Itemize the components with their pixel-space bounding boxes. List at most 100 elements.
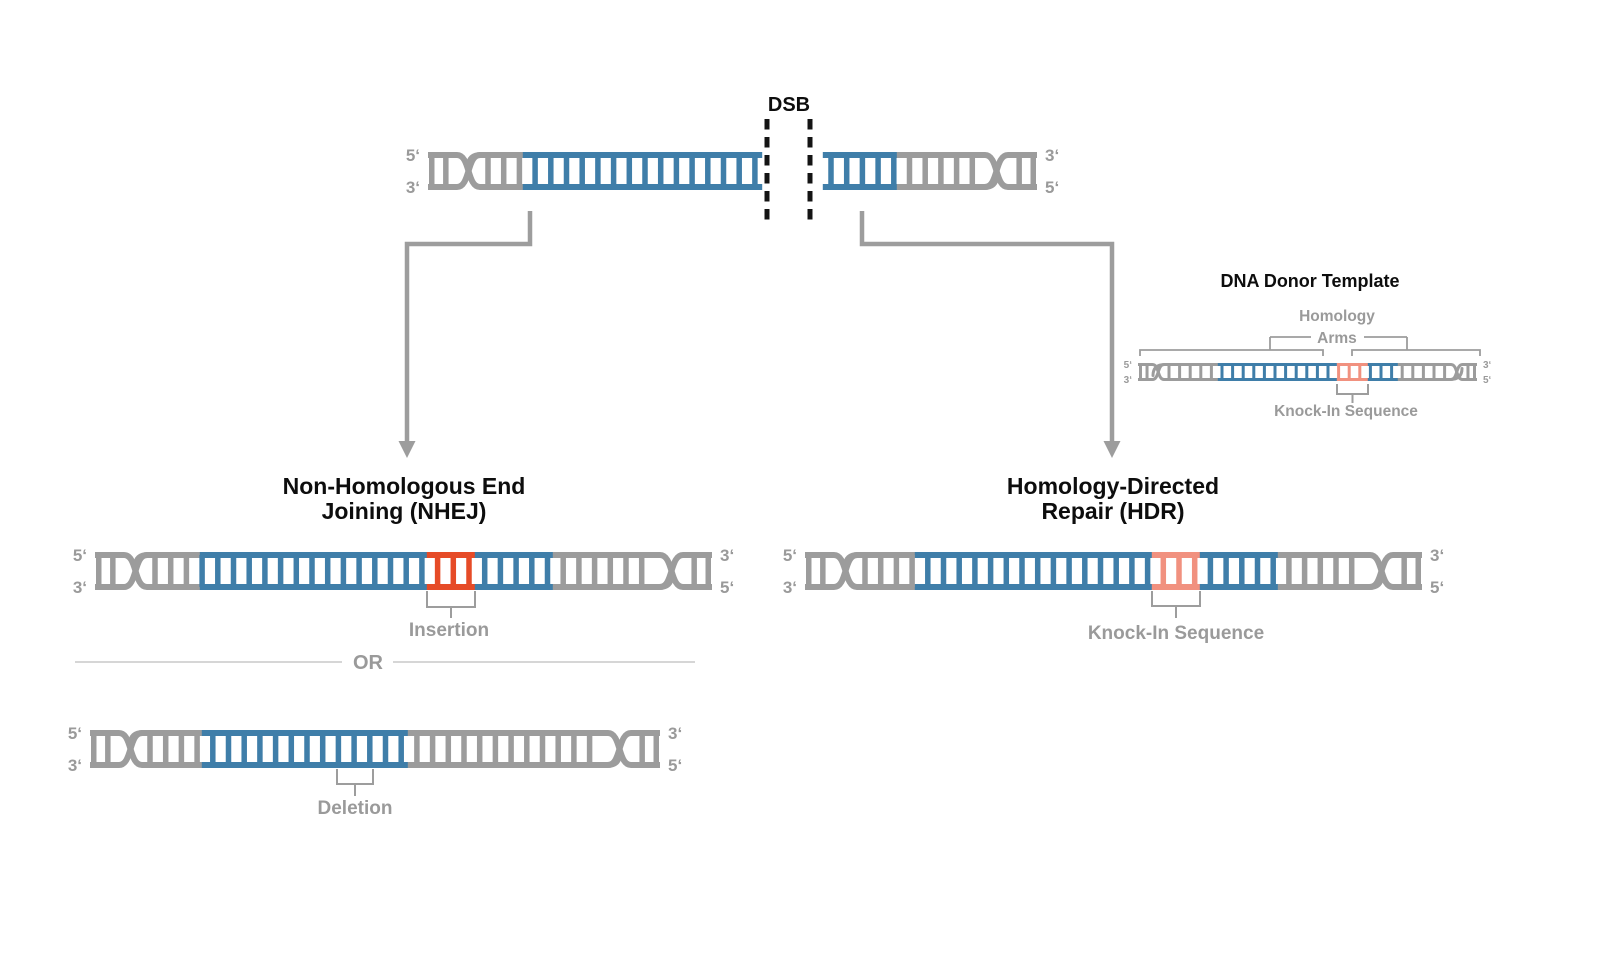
strand-end-label-right-bottom: 5‘ <box>1430 578 1444 597</box>
rung <box>555 733 561 765</box>
strand-end-label-left-top: 5‘ <box>1124 360 1133 371</box>
rung <box>1400 364 1404 380</box>
rung <box>843 155 850 187</box>
rung <box>1178 364 1182 380</box>
strand-end-label-right-top: 3‘ <box>1483 360 1492 371</box>
rung <box>1411 364 1415 380</box>
rung <box>445 733 452 765</box>
rung <box>563 155 570 187</box>
rail-segment <box>552 584 661 590</box>
dsb-right-fragment: 3‘5‘ <box>822 146 1059 197</box>
rung <box>1191 555 1198 587</box>
rung <box>1188 364 1192 380</box>
rung <box>257 733 263 765</box>
rung <box>586 733 593 765</box>
rail-segment <box>1367 378 1399 381</box>
rung <box>532 155 538 187</box>
rung <box>1003 555 1010 587</box>
rung <box>1466 364 1470 380</box>
rung <box>1034 555 1041 587</box>
helix-twist-left <box>1138 363 1167 381</box>
rung <box>653 733 659 765</box>
rung <box>1284 364 1288 380</box>
rung <box>497 555 504 587</box>
donor-template-title: DNA Donor Template <box>1220 271 1399 291</box>
rung <box>1390 364 1394 380</box>
rung <box>1333 555 1339 587</box>
rung <box>1252 364 1256 380</box>
rail-segment <box>1217 363 1338 366</box>
rung <box>272 733 279 765</box>
bracket-shape <box>1336 384 1369 395</box>
rung <box>367 733 373 765</box>
rung <box>560 555 566 587</box>
strand-end-label-right-bottom: 5‘ <box>720 578 734 597</box>
rung <box>1273 364 1277 380</box>
rung <box>372 555 378 587</box>
rung <box>1113 555 1119 587</box>
rung <box>1199 364 1203 380</box>
strand-end-label-left-bottom: 3‘ <box>73 578 87 597</box>
rung <box>626 155 633 187</box>
rung <box>309 555 315 587</box>
helix-twist-right <box>1448 363 1477 381</box>
rung <box>595 155 601 187</box>
rung <box>476 733 483 765</box>
rung <box>623 555 629 587</box>
arrow-head <box>1103 441 1121 458</box>
rung <box>1066 555 1072 587</box>
rung <box>938 155 944 187</box>
rung <box>152 555 158 587</box>
rung <box>906 155 913 187</box>
rung <box>1421 364 1425 380</box>
rung <box>705 555 711 587</box>
rung <box>1443 364 1447 380</box>
homology-arms-label-line2: Arms <box>1317 330 1357 347</box>
rail-segment <box>146 584 201 590</box>
strand-end-label-left-bottom: 3‘ <box>1124 375 1133 386</box>
arrow-line <box>859 211 1115 442</box>
twist-hook <box>1151 363 1167 377</box>
rung <box>1337 364 1341 380</box>
insertion-label: Insertion <box>409 620 489 641</box>
rail-segment <box>141 730 203 736</box>
rung <box>110 555 116 587</box>
rung <box>246 555 252 587</box>
rung <box>96 555 102 587</box>
arrow-head <box>398 441 416 458</box>
rung <box>1207 555 1214 587</box>
rung <box>639 733 645 765</box>
rail-segment <box>1199 584 1279 590</box>
nhej-title-line1: Non-Homologous End <box>283 473 526 499</box>
rung <box>398 733 404 765</box>
rung <box>820 555 826 587</box>
rung <box>1016 155 1022 187</box>
rung <box>450 555 457 587</box>
bracket-shape <box>1151 591 1201 607</box>
rung <box>335 733 342 765</box>
rung <box>1050 555 1057 587</box>
rung <box>1209 364 1213 380</box>
rung <box>1019 555 1025 587</box>
arrow-to-hdr <box>859 211 1121 458</box>
rung <box>1176 555 1182 587</box>
rung <box>638 555 645 587</box>
rung <box>1167 364 1171 380</box>
helix-twist-right <box>1366 552 1422 590</box>
rung <box>548 155 554 187</box>
rung <box>579 155 585 187</box>
rung <box>429 733 436 765</box>
annotation-layer <box>75 119 1481 796</box>
rung <box>403 555 409 587</box>
rung <box>340 555 347 587</box>
rail-segment <box>552 552 661 558</box>
rung <box>1347 364 1351 380</box>
rung <box>925 555 931 587</box>
rung <box>1144 555 1151 587</box>
strand-end-label-left-bottom: 3‘ <box>783 578 797 597</box>
rung <box>178 733 185 765</box>
strand-layer: 5‘3‘3‘5‘5‘3‘3‘5‘5‘3‘3‘5‘5‘3‘3‘5‘5‘3‘3‘5‘ <box>68 146 1492 775</box>
rung <box>319 733 326 765</box>
